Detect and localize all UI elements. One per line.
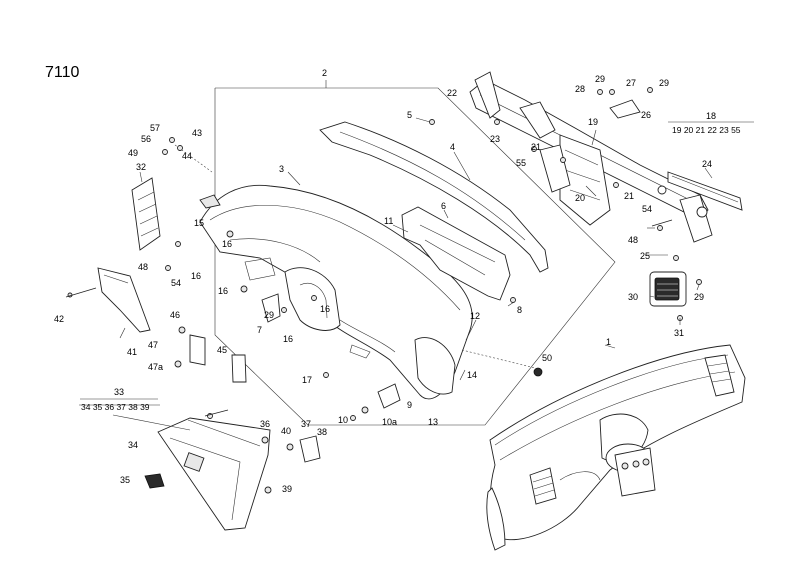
side-vent-32 bbox=[131, 177, 161, 251]
callout-45: 45 bbox=[217, 345, 227, 355]
callout-28: 28 bbox=[575, 84, 585, 94]
callout-labels: 1 2 3 4 5 6 7 8 9 10 10a 11 12 13 14 15 … bbox=[54, 68, 716, 494]
diagram-id: 7110 bbox=[45, 64, 80, 81]
leader-lines bbox=[79, 117, 713, 431]
callout-31: 31 bbox=[674, 328, 684, 338]
callout-29a: 29 bbox=[595, 74, 605, 84]
callout-44: 44 bbox=[182, 151, 192, 161]
callout-10a: 10a bbox=[382, 417, 397, 427]
callout-16c: 16 bbox=[218, 286, 228, 296]
callout-18: 18 bbox=[706, 111, 716, 121]
callout-27: 27 bbox=[626, 78, 636, 88]
callout-49: 49 bbox=[128, 148, 138, 158]
dashboard-assembly-1 bbox=[486, 344, 746, 551]
callout-16b: 16 bbox=[191, 271, 201, 281]
callout-29b: 29 bbox=[659, 78, 669, 88]
callout-15: 15 bbox=[194, 218, 204, 228]
latch-bracket bbox=[231, 354, 247, 383]
callout-32: 32 bbox=[136, 162, 146, 172]
cross-car-beam-19 bbox=[469, 71, 713, 243]
glove-box-34 bbox=[157, 417, 271, 531]
fasteners bbox=[65, 87, 702, 494]
group-33-members: 34 35 36 37 38 39 bbox=[81, 402, 150, 412]
callout-16a: 16 bbox=[222, 239, 232, 249]
callout-10: 10 bbox=[338, 415, 348, 425]
callout-57: 57 bbox=[150, 123, 160, 133]
callout-12: 12 bbox=[470, 311, 480, 321]
callout-48a: 48 bbox=[138, 262, 148, 272]
callout-29c: 29 bbox=[694, 292, 704, 302]
callout-13: 13 bbox=[428, 417, 438, 427]
callout-24: 24 bbox=[702, 159, 712, 169]
callout-46: 46 bbox=[170, 310, 180, 320]
callout-11: 11 bbox=[384, 216, 393, 226]
callout-21b: 21 bbox=[624, 191, 634, 201]
bracket-7 bbox=[261, 293, 281, 323]
callout-26: 26 bbox=[641, 110, 651, 120]
callout-42: 42 bbox=[54, 314, 64, 324]
lower-cover-41 bbox=[97, 267, 151, 333]
callout-37: 37 bbox=[301, 419, 311, 429]
callout-14: 14 bbox=[467, 370, 477, 380]
callout-20: 20 bbox=[575, 193, 585, 203]
callout-2: 2 bbox=[322, 68, 327, 78]
callout-9: 9 bbox=[407, 400, 412, 410]
callout-56: 56 bbox=[141, 134, 151, 144]
callout-22: 22 bbox=[447, 88, 457, 98]
callout-33: 33 bbox=[114, 387, 124, 397]
callout-25: 25 bbox=[640, 251, 650, 261]
bracket-38 bbox=[299, 435, 321, 463]
callout-54b: 54 bbox=[642, 204, 652, 214]
callout-29d: 29 bbox=[264, 310, 274, 320]
callout-21a: 21 bbox=[531, 142, 541, 152]
assembly-2-outline bbox=[214, 87, 616, 426]
bracket-45 bbox=[189, 334, 206, 366]
bracket-6 bbox=[401, 206, 511, 301]
brace-24 bbox=[667, 171, 743, 211]
callout-23: 23 bbox=[490, 134, 500, 144]
callout-5: 5 bbox=[407, 110, 412, 120]
callout-38: 38 bbox=[317, 427, 327, 437]
vent-30 bbox=[649, 271, 687, 307]
glove-box-handle-35 bbox=[144, 473, 165, 489]
callout-35: 35 bbox=[120, 475, 130, 485]
callout-48b: 48 bbox=[628, 235, 638, 245]
bracket-9 bbox=[377, 383, 401, 409]
callout-6: 6 bbox=[441, 201, 446, 211]
callout-4: 4 bbox=[450, 142, 455, 152]
callout-8: 8 bbox=[517, 305, 522, 315]
upper-trim-4 bbox=[319, 121, 549, 273]
callout-40: 40 bbox=[281, 426, 291, 436]
callout-3: 3 bbox=[279, 164, 284, 174]
callout-50: 50 bbox=[542, 353, 552, 363]
callout-7: 7 bbox=[257, 325, 262, 335]
callout-34: 34 bbox=[128, 440, 138, 450]
callout-43: 43 bbox=[192, 128, 202, 138]
callout-19: 19 bbox=[588, 117, 598, 127]
callout-39: 39 bbox=[282, 484, 292, 494]
callout-1: 1 bbox=[606, 337, 611, 347]
callout-55: 55 bbox=[516, 158, 526, 168]
callout-17: 17 bbox=[302, 375, 312, 385]
callout-47: 47 bbox=[148, 340, 158, 350]
callout-47a: 47a bbox=[148, 362, 163, 372]
instrument-panel-3 bbox=[199, 184, 473, 400]
callout-36: 36 bbox=[260, 419, 270, 429]
callout-30: 30 bbox=[628, 292, 638, 302]
callout-41: 41 bbox=[127, 347, 137, 357]
clip-26 bbox=[609, 99, 641, 119]
callout-54a: 54 bbox=[171, 278, 181, 288]
group-18-members: 19 20 21 22 23 55 bbox=[672, 125, 741, 135]
callout-16e: 16 bbox=[283, 334, 293, 344]
callout-16d: 16 bbox=[320, 304, 330, 314]
